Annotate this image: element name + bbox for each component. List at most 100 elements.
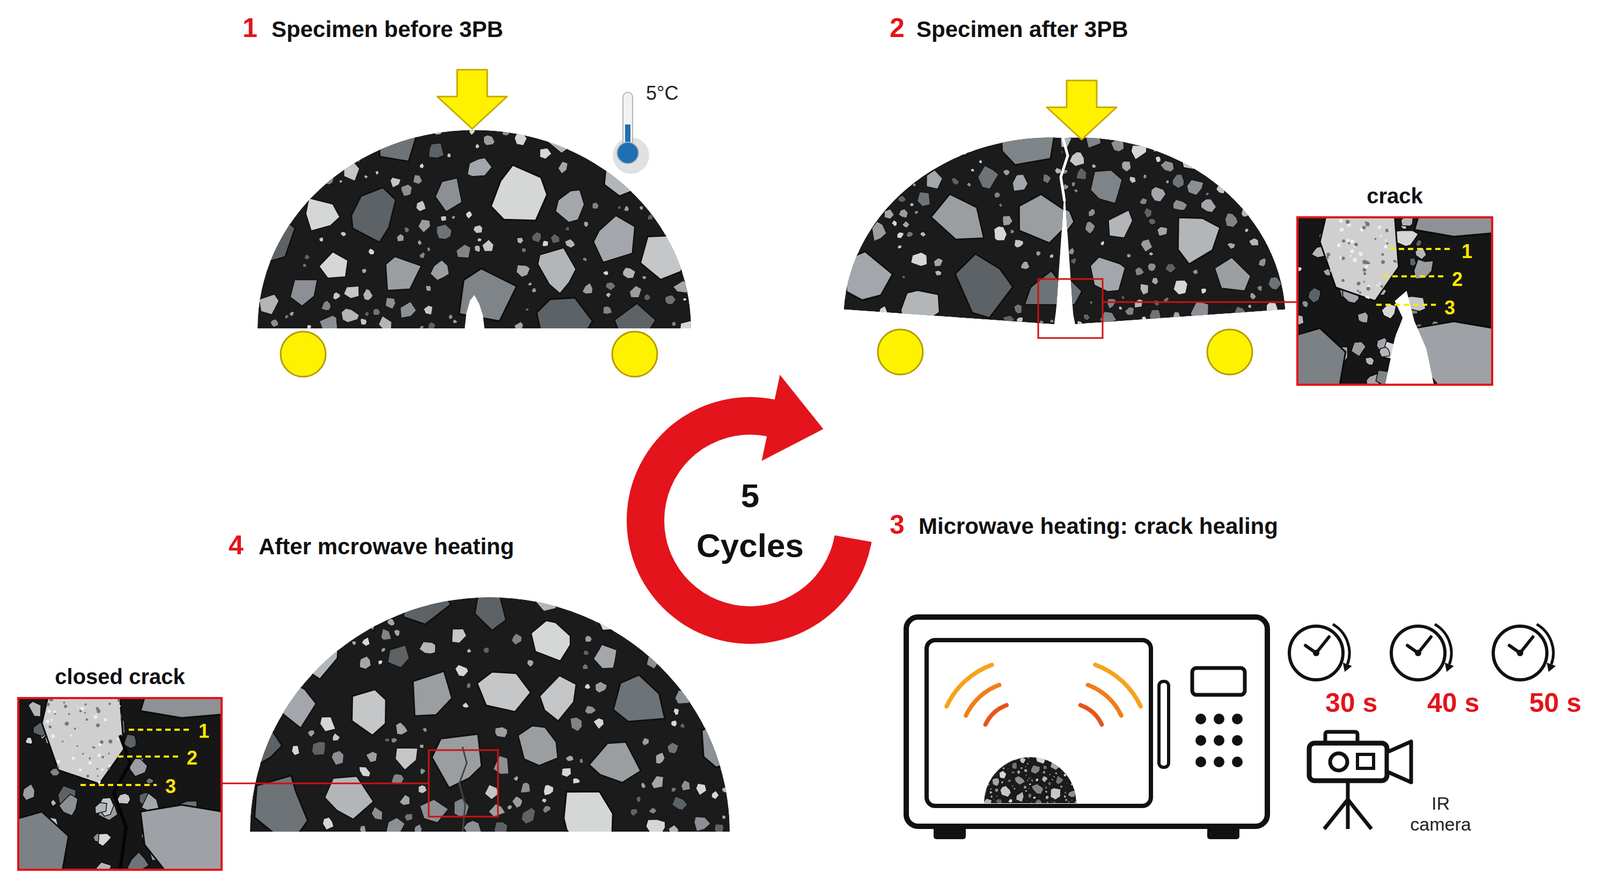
aggregate (1000, 177, 1008, 185)
aggregate (359, 825, 366, 833)
aggregate (995, 201, 1002, 208)
aggregate (322, 817, 334, 830)
aggregate (1063, 789, 1065, 791)
cycle-arrowhead (761, 375, 824, 462)
aggregate (847, 230, 853, 236)
aggregate (579, 758, 584, 764)
aggregate (1244, 228, 1249, 233)
aggregate (1007, 779, 1012, 783)
aggregate (1071, 181, 1076, 187)
timer-face (1493, 626, 1547, 680)
speckle (64, 721, 69, 726)
microwave-wave (1088, 685, 1122, 716)
aggregate (696, 643, 754, 696)
speckle (1352, 258, 1357, 263)
aggregate (1030, 801, 1033, 804)
aggregate (1215, 184, 1226, 194)
aggregate (878, 305, 888, 318)
aggregate (1019, 757, 1026, 764)
aggregate (983, 762, 986, 765)
aggregate (375, 170, 379, 175)
speckle (1349, 254, 1352, 258)
speckle (1359, 291, 1362, 294)
aggregate (1010, 229, 1015, 234)
aggregate (461, 702, 469, 709)
aggregate (254, 775, 308, 840)
speckle (54, 713, 56, 715)
aggregate (1026, 779, 1029, 782)
aggregate (563, 791, 614, 856)
aggregate (1030, 775, 1032, 778)
aggregate (259, 294, 280, 315)
speckle (57, 773, 61, 777)
callout-number: 2 (1451, 267, 1463, 291)
aggregate (1210, 121, 1225, 137)
aggregate (475, 143, 480, 149)
aggregate (1124, 306, 1135, 316)
aggregate (309, 611, 326, 626)
aggregate (975, 171, 979, 176)
aggregate (1140, 238, 1153, 253)
aggregate (467, 157, 492, 177)
aggregate (417, 219, 431, 233)
speckle (93, 715, 98, 719)
callout-number: 2 (186, 746, 198, 770)
temperature-label: 5°C (646, 81, 679, 105)
aggregate (451, 215, 456, 220)
aggregate (268, 679, 317, 729)
aggregate (416, 200, 427, 212)
aggregate (925, 169, 943, 189)
aggregate (319, 315, 339, 335)
speckle (45, 719, 50, 724)
aggregate (898, 208, 909, 219)
inset-heading: closed crack (0, 663, 242, 690)
aggregate (1234, 305, 1246, 318)
aggregate (701, 709, 752, 768)
level-line (118, 755, 179, 758)
aggregate (904, 148, 909, 152)
aggregate (1172, 311, 1181, 320)
speckle (1362, 225, 1367, 230)
aggregate (417, 239, 422, 246)
timer-arrowhead (1342, 662, 1353, 672)
speckle (85, 718, 89, 722)
leader-line (222, 782, 429, 785)
speckle (1352, 294, 1356, 299)
aggregate-large (17, 811, 69, 871)
aggregate (1224, 212, 1238, 229)
aggregate (320, 716, 336, 732)
speckle (96, 767, 99, 770)
aggregate (570, 717, 583, 732)
aggregate (291, 745, 300, 756)
specimen-body (831, 93, 1297, 353)
speckle (95, 707, 99, 711)
aggregate (1054, 167, 1062, 174)
aggregate (629, 808, 638, 817)
aggregate (854, 120, 862, 129)
aggregate (592, 598, 640, 631)
aggregate (1148, 251, 1155, 256)
aggregate (867, 116, 899, 144)
aggregate (668, 825, 680, 838)
aggregate (982, 798, 993, 807)
aggregate (1357, 311, 1369, 324)
aggregate (1171, 317, 1192, 342)
aggregate (1063, 773, 1067, 777)
aggregate (993, 798, 995, 800)
speckle (63, 701, 66, 704)
aggregate (901, 220, 910, 229)
aggregate (446, 152, 452, 158)
aggregate (988, 781, 990, 783)
aggregate (351, 640, 357, 645)
aggregate (624, 205, 630, 212)
aggregate (896, 231, 904, 239)
aggregate (266, 661, 271, 666)
speckle (125, 778, 129, 782)
aggregate (1002, 169, 1010, 176)
aggregate (531, 620, 571, 662)
aggregate (361, 636, 370, 647)
aggregate (1029, 760, 1031, 763)
aggregate (1297, 266, 1303, 273)
aggregate (998, 202, 1003, 208)
oven-button (1231, 756, 1243, 768)
